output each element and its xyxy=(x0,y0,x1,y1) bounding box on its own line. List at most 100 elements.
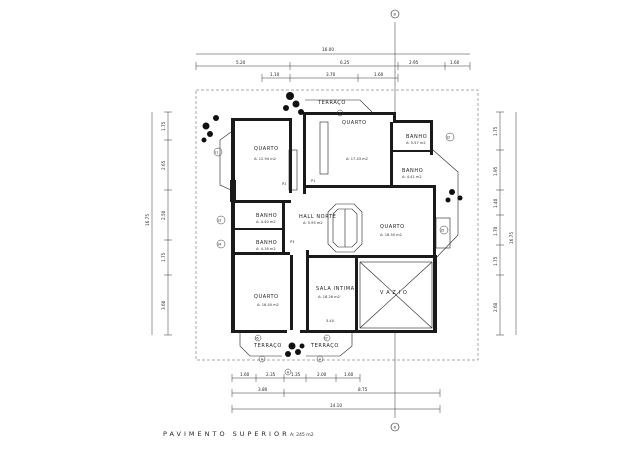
room-hall-norte: HALL NORTE xyxy=(299,214,336,220)
svg-text:A: 5.57 m2: A: 5.57 m2 xyxy=(406,141,426,145)
terrace-bl-label: TERRAÇO xyxy=(253,343,282,349)
svg-text:1.10: 1.10 xyxy=(270,72,280,77)
wardrobe-3 xyxy=(435,217,451,249)
svg-text:J1: J1 xyxy=(214,151,218,155)
svg-text:J4: J4 xyxy=(217,243,222,247)
room-banho-1: BANHO xyxy=(406,134,427,140)
svg-text:A: A xyxy=(287,370,290,374)
roof-outline xyxy=(195,89,479,361)
room-sala-intima: SALA INTIMA xyxy=(316,286,355,292)
terrace-bottom-right xyxy=(306,333,353,357)
svg-text:8.75: 8.75 xyxy=(358,387,368,392)
svg-text:A: A xyxy=(319,357,322,361)
tag-p1: P1 xyxy=(311,179,315,183)
room-banho-4: BANHO xyxy=(256,240,277,246)
svg-text:A: 4.40 m2: A: 4.40 m2 xyxy=(256,220,276,224)
section-mark-bottom-b: B xyxy=(390,330,400,432)
svg-text:A: 16.40 m2: A: 16.40 m2 xyxy=(257,303,279,307)
svg-text:1.95: 1.95 xyxy=(493,166,498,176)
svg-text:1.75: 1.75 xyxy=(161,252,166,262)
svg-text:A: 12.94 m2: A: 12.94 m2 xyxy=(254,157,276,161)
top-dimensions: 16.00 5.20 6.25 2.95 1.60 1.10 3.70 1.60 xyxy=(195,47,471,82)
tag-j1: J1 xyxy=(213,147,223,157)
section-mark-top-b: B xyxy=(390,9,400,112)
plant-icons xyxy=(201,92,463,357)
svg-text:J5: J5 xyxy=(440,229,444,233)
walls xyxy=(230,112,437,333)
svg-text:1.35: 1.35 xyxy=(291,372,301,377)
svg-text:2.00: 2.00 xyxy=(317,372,327,377)
terrace-top xyxy=(305,99,373,113)
room-banho-2: BANHO xyxy=(402,168,423,174)
svg-text:J6: J6 xyxy=(255,337,260,341)
svg-text:1.75: 1.75 xyxy=(493,256,498,266)
room-vazio: V A Z I O xyxy=(380,290,407,296)
svg-text:14.10: 14.10 xyxy=(330,403,342,408)
opening-tags: J1 J2 J3 J4 J5 J6 J7 P1 P2 P3 xyxy=(213,132,455,342)
svg-text:A: A xyxy=(339,111,342,115)
tag-j4: J4 xyxy=(216,239,226,249)
svg-text:2.50: 2.50 xyxy=(161,210,166,220)
svg-text:3.80: 3.80 xyxy=(258,387,268,392)
svg-text:A: 18.50 m2: A: 18.50 m2 xyxy=(380,233,402,237)
svg-text:J2: J2 xyxy=(446,136,450,140)
tag-j7: J7 xyxy=(324,334,331,342)
svg-text:1.60: 1.60 xyxy=(240,372,250,377)
room-quarto-1: QUARTO xyxy=(254,146,279,152)
svg-text:2.65: 2.65 xyxy=(161,160,166,170)
svg-text:A: 245 m2: A: 245 m2 xyxy=(290,432,314,438)
svg-text:1.60: 1.60 xyxy=(374,72,384,77)
svg-text:A: 4.16 m2: A: 4.16 m2 xyxy=(256,247,276,251)
svg-text:J3: J3 xyxy=(217,219,221,223)
tag-p2: P2 xyxy=(282,182,286,186)
room-quarto-4: QUARTO xyxy=(254,294,279,300)
svg-text:A: 4.41 m2: A: 4.41 m2 xyxy=(402,175,422,179)
svg-text:J7: J7 xyxy=(324,337,328,341)
terrace-left xyxy=(219,131,232,191)
svg-text:2.60: 2.60 xyxy=(493,302,498,312)
void-area xyxy=(359,261,433,329)
svg-text:16.75: 16.75 xyxy=(145,214,150,226)
terrace-top-label: TERRAÇO xyxy=(317,100,346,106)
svg-text:3.70: 3.70 xyxy=(326,72,336,77)
svg-text:16.00: 16.00 xyxy=(322,47,334,52)
svg-text:A: 18.26 m2: A: 18.26 m2 xyxy=(318,295,340,299)
svg-text:A: 17.43 m2: A: 17.43 m2 xyxy=(346,157,368,161)
bottom-dimensions: 1.60 2.35 1.35 2.00 1.60 3.80 8.75 14.10 xyxy=(231,372,441,413)
room-banho-3: BANHO xyxy=(256,213,277,219)
svg-text:1.75: 1.75 xyxy=(493,126,498,136)
svg-text:B: B xyxy=(394,426,397,430)
stair-core xyxy=(327,203,363,253)
svg-text:A: 5.95 m2: A: 5.95 m2 xyxy=(303,221,323,225)
svg-text:1.75: 1.75 xyxy=(161,121,166,131)
tag-j3: J3 xyxy=(216,215,226,225)
svg-text:1.60: 1.60 xyxy=(450,60,460,65)
section-marks-a: A A A A xyxy=(258,109,344,376)
room-labels: QUARTO A: 12.94 m2 QUARTO A: 17.43 m2 BA… xyxy=(253,100,427,349)
svg-text:A: A xyxy=(261,357,264,361)
svg-text:1.70: 1.70 xyxy=(493,226,498,236)
svg-text:PAVIMENTO SUPERIOR: PAVIMENTO SUPERIOR xyxy=(163,430,290,438)
room-quarto-3: QUARTO xyxy=(380,224,405,230)
tag-p3: P3 xyxy=(290,240,294,244)
terrace-br-label: TERRAÇO xyxy=(310,343,339,349)
tag-j6: J6 xyxy=(255,334,262,342)
room-quarto-2: QUARTO xyxy=(342,120,367,126)
wardrobe-2 xyxy=(288,149,298,191)
terrace-right xyxy=(432,149,459,259)
svg-text:16.75: 16.75 xyxy=(509,232,514,244)
left-dimensions: 16.75 1.75 2.65 2.50 1.75 3.60 xyxy=(145,111,172,336)
plan-title: PAVIMENTO SUPERIOR A: 245 m2 xyxy=(163,430,314,438)
tag-j2: J2 xyxy=(445,132,455,142)
svg-text:2.35: 2.35 xyxy=(266,372,276,377)
svg-text:3.60: 3.60 xyxy=(161,300,166,310)
svg-text:B: B xyxy=(394,13,397,17)
right-dimensions: 1.75 1.95 1.40 1.70 1.75 2.60 16.75 xyxy=(493,111,517,336)
svg-text:1.40: 1.40 xyxy=(493,198,498,208)
inner-dim-sala: 3.40 xyxy=(326,319,335,323)
svg-text:5.20: 5.20 xyxy=(236,60,246,65)
svg-text:1.60: 1.60 xyxy=(344,372,354,377)
wardrobe-1 xyxy=(319,121,329,175)
svg-text:2.95: 2.95 xyxy=(409,60,419,65)
